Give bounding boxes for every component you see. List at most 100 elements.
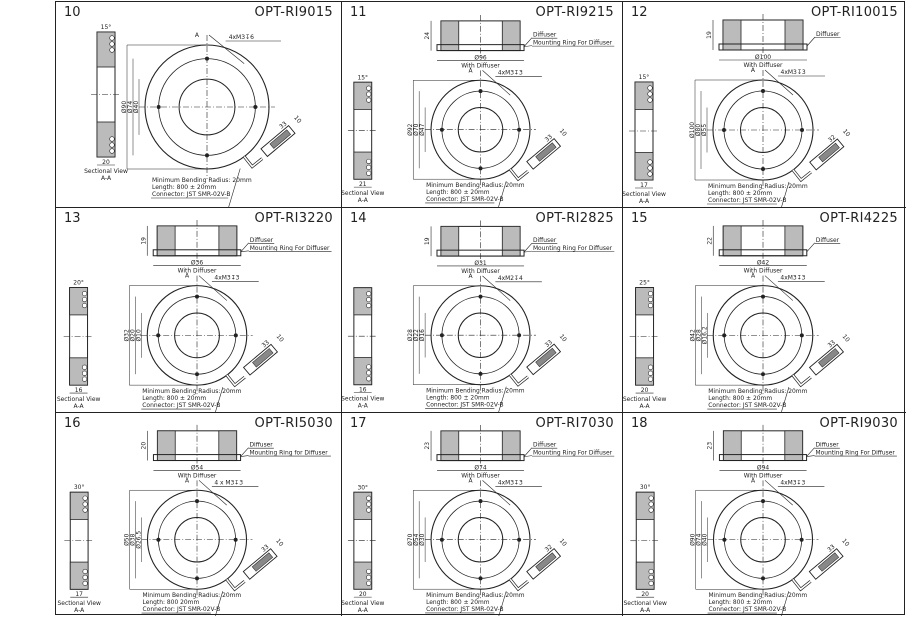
- diffuser-callout: Mounting Ring For Diffuser: [533, 40, 613, 47]
- section-width-label: 17: [640, 182, 648, 189]
- section-marker-a: A: [195, 32, 200, 39]
- thread-spec-label: 4 x M3↧3: [214, 479, 243, 486]
- cable-note: Connector: JST SMR-02V-B: [708, 197, 786, 204]
- connector-length-label: 33: [827, 339, 837, 349]
- front-view: [412, 275, 562, 412]
- cable-note: Connector: JST SMR-02V-B: [142, 402, 220, 409]
- connector-length-label: 33: [544, 339, 554, 349]
- with-diffuser-caption: With Diffuser: [178, 472, 217, 479]
- mounting-hole: [156, 537, 161, 542]
- front-view: [129, 275, 279, 412]
- connector-length-label: 33: [826, 543, 836, 553]
- hole-circle-diameter-label: Ø38: [130, 533, 137, 545]
- item-number: 14: [350, 211, 367, 226]
- diffuser-diameter-label: Ø74: [474, 464, 486, 471]
- with-diffuser-caption: With Diffuser: [178, 268, 217, 275]
- mounting-hole: [722, 537, 727, 542]
- cable-note: Connector: JST SMR-02V-B: [426, 606, 503, 613]
- connector-width-label: 10: [292, 114, 302, 124]
- section-caption: Sectional View: [342, 396, 385, 403]
- model-name: OPT-RI9015: [254, 5, 333, 20]
- cable-note: Minimum Bending Radius: 20mm: [143, 592, 242, 599]
- cable-note: Connector: JST SMR-02V-B: [152, 191, 230, 198]
- section-caption: Sectional View: [57, 396, 101, 403]
- mounting-hole: [517, 333, 522, 338]
- section-caption: A-A: [74, 607, 85, 614]
- cable-note: Connector: JST SMR-02V-B: [709, 606, 787, 613]
- section-caption: Sectional View: [623, 191, 666, 198]
- mounting-hole: [761, 167, 765, 171]
- cable-note: Connector: JST SMR-02V-B: [708, 402, 786, 409]
- diffuser-side-view: [430, 14, 525, 61]
- diffuser-height-label: 23: [707, 442, 714, 450]
- cable-note: Length: 800 ± 20mm: [142, 395, 206, 402]
- with-diffuser-caption: With Diffuser: [461, 268, 500, 275]
- section-width-label: 16: [75, 387, 83, 394]
- connector-length-label: 33: [278, 120, 288, 130]
- diffuser-callout: Diffuser: [815, 442, 839, 449]
- mounting-hole: [478, 89, 483, 94]
- cable-note: Length: 800 ± 20mm: [708, 395, 772, 402]
- sectional-view: [630, 491, 661, 598]
- inner-diameter-label: Ø16: [419, 329, 426, 341]
- mounting-hole: [478, 576, 483, 581]
- with-diffuser-caption: With Diffuser: [744, 472, 783, 479]
- diffuser-callout: Diffuser: [816, 31, 840, 38]
- section-marker-a: A: [185, 477, 190, 484]
- hole-circle-diameter-label: Ø54: [413, 533, 420, 545]
- diffuser-height-label: 19: [424, 237, 431, 245]
- item-number: 18: [631, 416, 648, 431]
- diffuser-callout: Diffuser: [249, 442, 273, 449]
- connector-width-label: 10: [840, 538, 850, 548]
- section-width-label: 17: [75, 591, 83, 598]
- connector-width-label: 10: [841, 128, 851, 138]
- mounting-hole: [478, 371, 483, 376]
- diffuser-callout: Mounting Ring For Diffuser: [533, 245, 613, 252]
- front-view: [694, 70, 845, 207]
- mounting-hole: [253, 105, 258, 109]
- item-number: 12: [631, 5, 648, 20]
- section-angle-label: 15°: [358, 74, 369, 81]
- mounting-hole: [517, 127, 522, 132]
- front-view: [695, 275, 845, 412]
- hole-circle-diameter-label: Ø28: [695, 329, 702, 341]
- cable-note: Connector: JST SMR-02V-B: [143, 606, 221, 613]
- section-caption: A-A: [640, 607, 651, 614]
- section-width-label: 21: [359, 181, 367, 188]
- mounting-hole: [205, 56, 209, 61]
- mounting-hole: [195, 576, 199, 581]
- outer-diameter-label: Ø90: [121, 101, 128, 114]
- with-diffuser-caption: With Diffuser: [743, 62, 783, 69]
- with-diffuser-caption: With Diffuser: [744, 268, 783, 275]
- connector-width-label: 10: [558, 538, 568, 548]
- cable-note: Length: 800 ± 20mm: [426, 599, 490, 606]
- diffuser-side-view: [430, 220, 525, 267]
- thread-spec-label: 4xM3↧3: [781, 69, 806, 76]
- front-view: [695, 480, 844, 616]
- outer-diameter-label: Ø92: [407, 123, 414, 135]
- with-diffuser-caption: With Diffuser: [461, 472, 500, 479]
- outer-diameter-label: Ø32: [123, 329, 130, 341]
- connector-width-label: 10: [558, 333, 568, 343]
- connector-width-label: 10: [558, 128, 568, 138]
- connector-width-label: 10: [274, 538, 284, 548]
- diffuser-diameter-label: Ø100: [755, 54, 771, 61]
- thread-spec-label: 4xM3↧3: [780, 479, 805, 486]
- cable-note: Minimum Bending Radius: 20mm: [152, 177, 252, 184]
- section-width-label: 20: [102, 159, 110, 166]
- front-view: [412, 480, 562, 616]
- cable-note: Minimum Bending Radius: 20mm: [708, 183, 808, 190]
- mounting-hole: [761, 294, 765, 299]
- outer-diameter-label: Ø28: [407, 329, 414, 341]
- section-angle-label: 15°: [639, 74, 650, 81]
- outer-diameter-label: Ø50: [124, 533, 131, 545]
- mounting-hole: [761, 576, 765, 581]
- section-width-label: 20: [359, 591, 367, 598]
